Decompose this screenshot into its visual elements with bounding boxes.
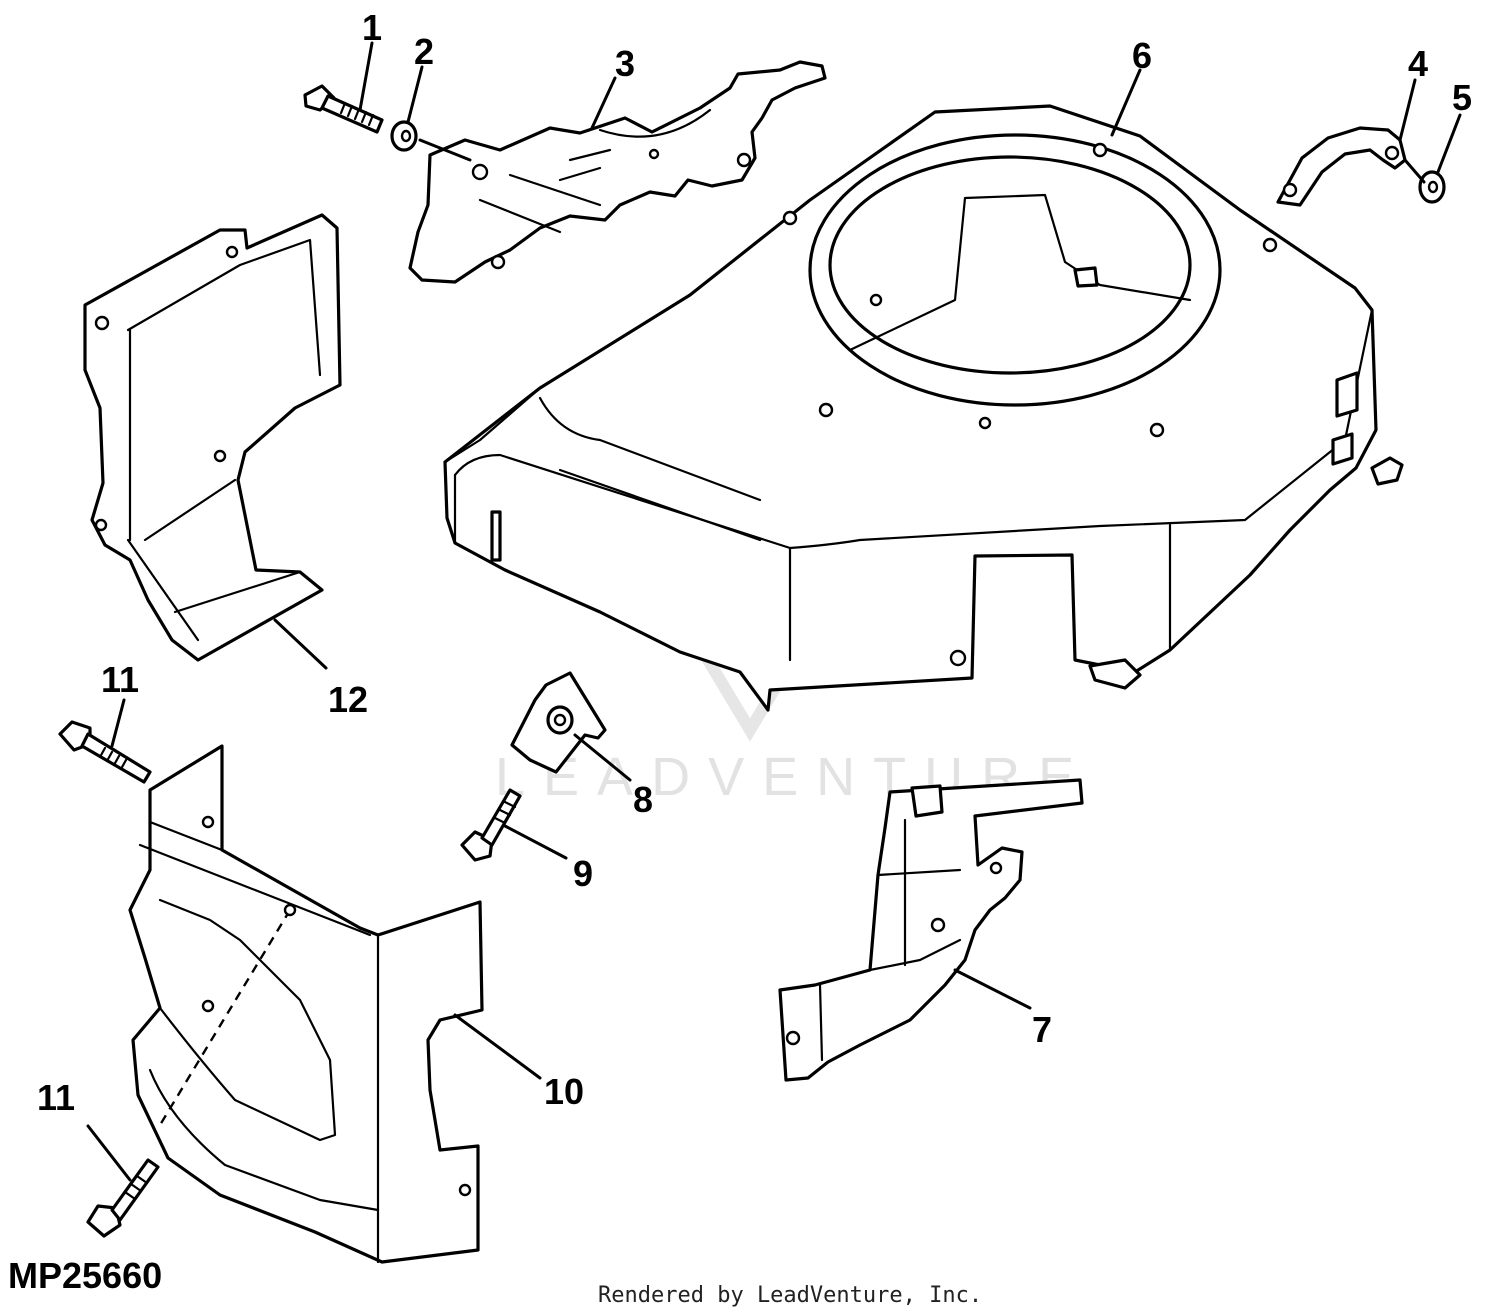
part-12-side-shield[interactable] bbox=[83, 213, 342, 662]
render-credit: Rendered by LeadVenture, Inc. bbox=[598, 1283, 982, 1308]
part-1-bolt[interactable] bbox=[303, 84, 384, 134]
leader-lines bbox=[86, 41, 1462, 1182]
part-5-nut[interactable] bbox=[1418, 170, 1446, 204]
callout-9: 9 bbox=[573, 853, 593, 894]
part-8-clip-nut[interactable] bbox=[510, 671, 607, 774]
callout-3: 3 bbox=[615, 43, 635, 84]
callout-8: 8 bbox=[633, 779, 653, 820]
part-9-bolt[interactable] bbox=[460, 788, 522, 862]
part-2-washer[interactable] bbox=[390, 120, 418, 152]
callout-12: 12 bbox=[328, 679, 368, 720]
callout-4: 4 bbox=[1408, 43, 1428, 84]
part-4-clamp[interactable] bbox=[1276, 126, 1407, 207]
part-6-blower-housing[interactable] bbox=[443, 104, 1404, 712]
part-11-bolt-upper[interactable] bbox=[58, 720, 152, 784]
part-11-bolt-lower[interactable] bbox=[86, 1158, 160, 1238]
callout-11-upper: 11 bbox=[101, 659, 139, 700]
part-10-lower-shroud[interactable] bbox=[128, 744, 484, 1264]
callout-7: 7 bbox=[1032, 1009, 1052, 1050]
callout-1: 1 bbox=[362, 7, 382, 48]
callout-11-lower: 11 bbox=[37, 1077, 75, 1118]
callout-labels: 1 2 3 4 5 6 7 8 9 10 11 11 12 bbox=[37, 7, 1472, 1118]
callout-5: 5 bbox=[1452, 77, 1472, 118]
callout-2: 2 bbox=[414, 31, 434, 72]
part-3-shield-bracket[interactable] bbox=[408, 60, 827, 284]
callout-6: 6 bbox=[1132, 35, 1152, 76]
part-7-lower-bracket[interactable] bbox=[778, 778, 1084, 1082]
callout-10: 10 bbox=[544, 1071, 584, 1112]
figure-code: MP25660 bbox=[8, 1255, 162, 1296]
